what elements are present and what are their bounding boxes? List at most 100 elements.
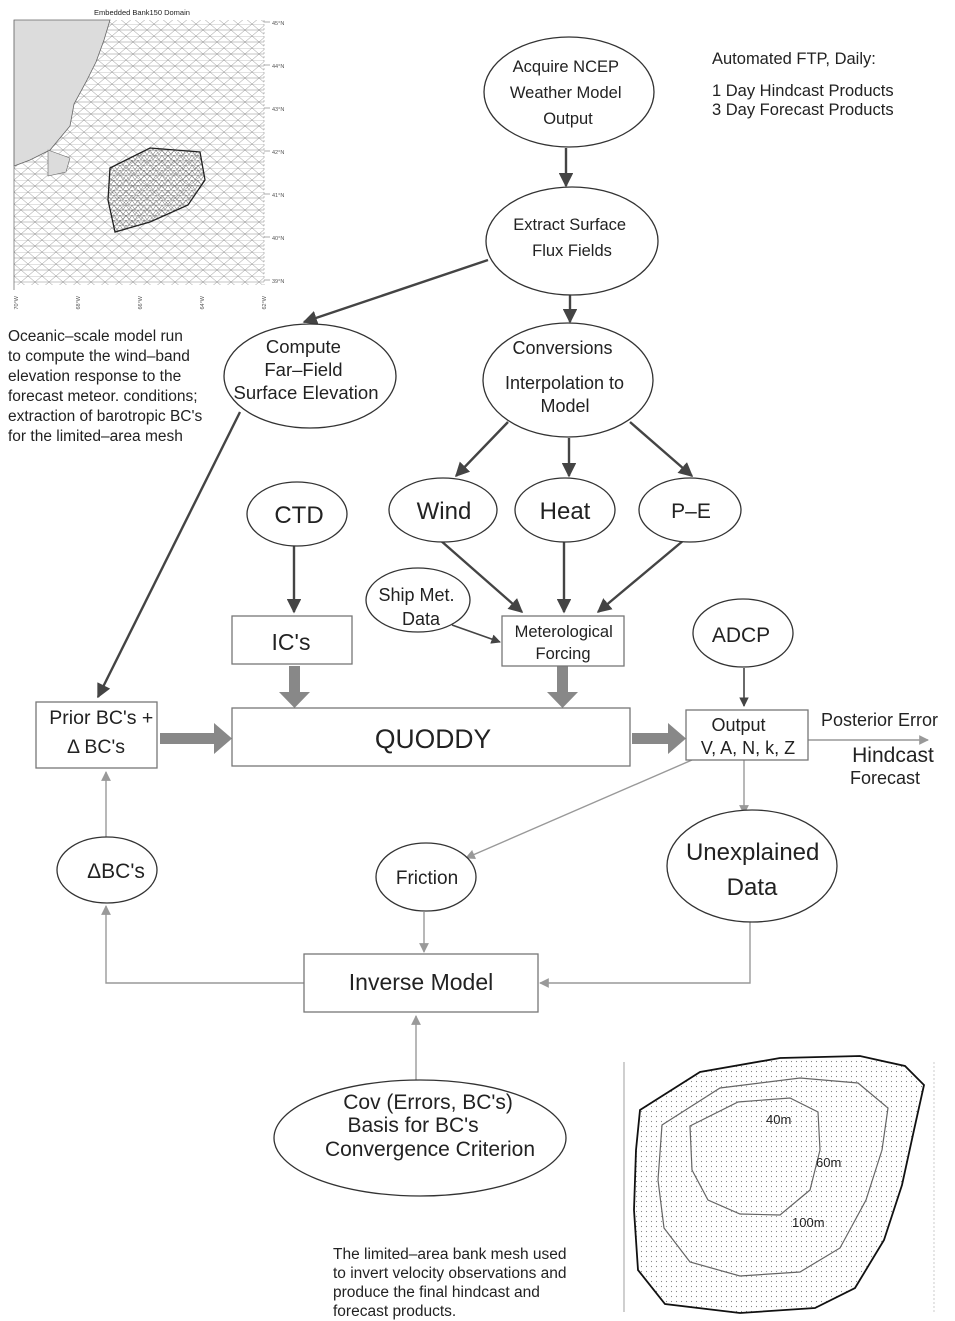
ftp-note: Automated FTP, Daily: 1 Day Hindcast Pro… — [712, 50, 894, 119]
oceanic-note-line: for the limited–area mesh — [8, 428, 183, 445]
ftp-note-line: 3 Day Forecast Products — [712, 100, 894, 119]
arrow-met-quoddy — [547, 666, 578, 708]
arrow-wind-met — [439, 539, 524, 613]
node-cov-label: Cov (Errors, BC's) Basis for BC's Conver… — [325, 1091, 535, 1161]
lon-label: 62°W — [262, 295, 268, 309]
node-compute-farfield — [223, 323, 397, 429]
box-quoddy — [231, 707, 631, 767]
node-ctd — [246, 481, 348, 547]
arrow-pe-met — [596, 539, 685, 613]
box-prior-bc-label: Prior BC's + Δ BC's — [49, 707, 158, 758]
box-met-forcing — [501, 615, 625, 667]
oceanic-note-line: forecast meteor. conditions; — [8, 388, 198, 405]
box-output-label: Output V, A, N, k, Z — [701, 715, 795, 758]
arrow-ship-met — [451, 624, 501, 644]
node-pe-label: P–E — [671, 500, 711, 523]
node-cov — [273, 1079, 567, 1197]
node-unexplained — [666, 809, 838, 923]
bank-note-line: forecast products. — [333, 1303, 457, 1320]
lat-label: 39°N — [272, 279, 284, 285]
box-inverse-model — [303, 953, 539, 1013]
arrow-quoddy-output — [632, 723, 686, 754]
arrow-prior-quoddy — [160, 723, 232, 754]
oceanic-note-line: elevation response to the — [8, 368, 182, 385]
arrow-unexplained-inverse — [539, 922, 751, 988]
lon-label: 64°W — [200, 295, 206, 309]
node-ship-met-label: Ship Met. Data — [378, 585, 459, 629]
node-wind-label: Wind — [417, 498, 472, 525]
lat-label: 42°N — [272, 150, 284, 156]
arrow-ics-quoddy — [279, 666, 310, 708]
arrow-conv-wind — [455, 421, 509, 478]
oceanic-note-line: extraction of barotropic BC's — [8, 408, 203, 425]
dark-arrows — [96, 148, 749, 707]
peninsula-land — [47, 149, 71, 177]
node-extract-surface — [485, 186, 659, 296]
hindcast-label: Hindcast — [852, 744, 934, 767]
contour-label-60m: 60m — [816, 1155, 841, 1170]
lon-label: 68°W — [76, 295, 82, 309]
bank-contour-map: 40m 60m 100m — [623, 1055, 935, 1314]
box-prior-bc — [35, 701, 158, 769]
coastline-land — [13, 19, 111, 167]
lon-label: 70°W — [14, 295, 20, 309]
arrow-farfield-prior — [96, 411, 242, 699]
node-acquire-ncep — [483, 36, 655, 148]
arrow-extract-farfield — [302, 258, 489, 325]
box-output — [685, 709, 809, 761]
bank-note-line: to invert velocity observations and — [333, 1265, 567, 1282]
node-adcp — [692, 598, 794, 668]
node-friction-label: Friction — [396, 868, 458, 889]
contour-label-40m: 40m — [766, 1112, 791, 1127]
node-unexplained-label: Unexplained Data — [686, 839, 826, 901]
box-ics-label: IC's — [272, 629, 311, 655]
lat-label: 40°N — [272, 236, 284, 242]
ftp-note-line — [712, 68, 894, 82]
oceanic-note-line: Oceanic–scale model run — [8, 328, 183, 345]
node-conversions-label: Conversions Interpolation to Model — [505, 338, 629, 416]
arrow-inverse-deltabc — [101, 905, 304, 984]
arrow-output-friction — [465, 759, 693, 859]
bank-contour-60m — [657, 1077, 889, 1277]
node-acquire-ncep-label: Acquire NCEP Weather Model Output — [510, 58, 626, 128]
node-heat-label: Heat — [540, 498, 591, 525]
ftp-note-line: Automated FTP, Daily: — [712, 50, 876, 68]
node-delta-bc — [56, 836, 158, 904]
bank-note-line: The limited–area bank mesh used — [333, 1246, 567, 1263]
posterior-error-label: Posterior Error — [821, 710, 938, 730]
node-heat — [514, 477, 616, 543]
domain-map-title: Embedded Bank150 Domain — [94, 8, 190, 17]
node-adcp-label: ADCP — [712, 624, 770, 647]
lat-label: 45°N — [272, 21, 284, 27]
contour-label-100m: 100m — [792, 1215, 825, 1230]
bank-outline-100m — [633, 1055, 925, 1314]
oceanic-note: Oceanic–scale model run to compute the w… — [8, 327, 202, 447]
node-pe — [638, 477, 742, 543]
node-ship-met — [365, 567, 471, 633]
node-delta-bc-label: ΔBC's — [87, 860, 145, 883]
node-extract-surface-label: Extract Surface Flux Fields — [513, 216, 630, 260]
domain-mesh-map: Embedded Bank150 Domain 45°N 44°N 43°N 42°N… — [13, 8, 284, 310]
oceanic-note-line: to compute the wind–band — [8, 348, 190, 365]
box-met-forcing-label: Meterological Forcing — [515, 623, 618, 663]
lat-label: 44°N — [272, 64, 284, 70]
box-quoddy-label: QUODDY — [375, 724, 492, 754]
thick-arrows — [160, 666, 686, 754]
lat-label: 41°N — [272, 193, 284, 199]
node-compute-farfield-label: Compute Far–Field Surface Elevation — [233, 336, 378, 403]
node-ctd-label: CTD — [274, 502, 323, 529]
forecast-label: Forecast — [850, 768, 920, 788]
node-wind — [388, 477, 498, 543]
lat-label: 43°N — [272, 107, 284, 113]
bank-contour-40m — [689, 1097, 821, 1216]
arrow-conv-pe — [629, 421, 694, 477]
ftp-note-line: 1 Day Hindcast Products — [712, 82, 894, 101]
box-ics — [231, 615, 353, 665]
embedded-bank-boundary — [107, 147, 206, 233]
node-friction — [375, 842, 477, 912]
lon-label: 66°W — [138, 295, 144, 309]
bank-note-line: produce the final hindcast and — [333, 1284, 540, 1301]
box-inverse-model-label: Inverse Model — [349, 969, 493, 995]
node-conversions — [482, 322, 654, 438]
